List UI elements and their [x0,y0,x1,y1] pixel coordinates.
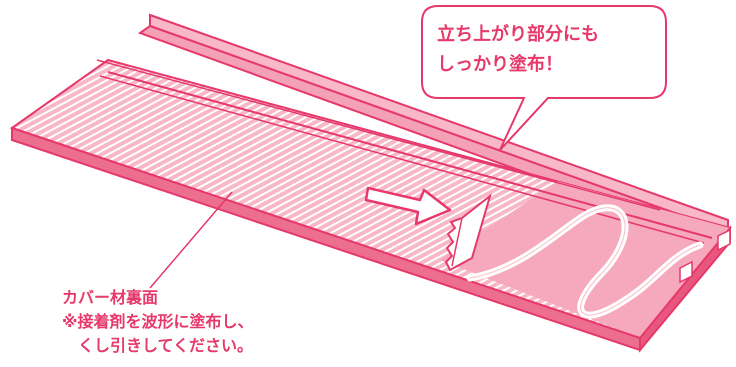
callout-text: 立ち上がり部分にも しっかり塗布！ [437,20,667,80]
board-edge [11,126,731,353]
label-title: カバー材裏面 [62,288,159,307]
adhesive-wave [466,204,704,319]
callout-line-2: しっかり塗布！ [437,54,563,75]
direction-arrow-icon [364,186,452,226]
notched-trowel-icon [444,193,492,272]
label-leader-line [149,191,233,289]
callout-line-1: 立ち上がり部分にも [437,24,599,45]
label-note-line-1: ※接着剤を波形に塗布し、 [62,312,254,331]
cover-back-label: カバー材裏面 ※接着剤を波形に塗布し、 くし引きしてください。 [62,286,382,358]
riser-strip [137,13,731,242]
label-note-line-2: くし引きしてください。 [78,336,254,355]
callout-bubble [421,5,667,151]
